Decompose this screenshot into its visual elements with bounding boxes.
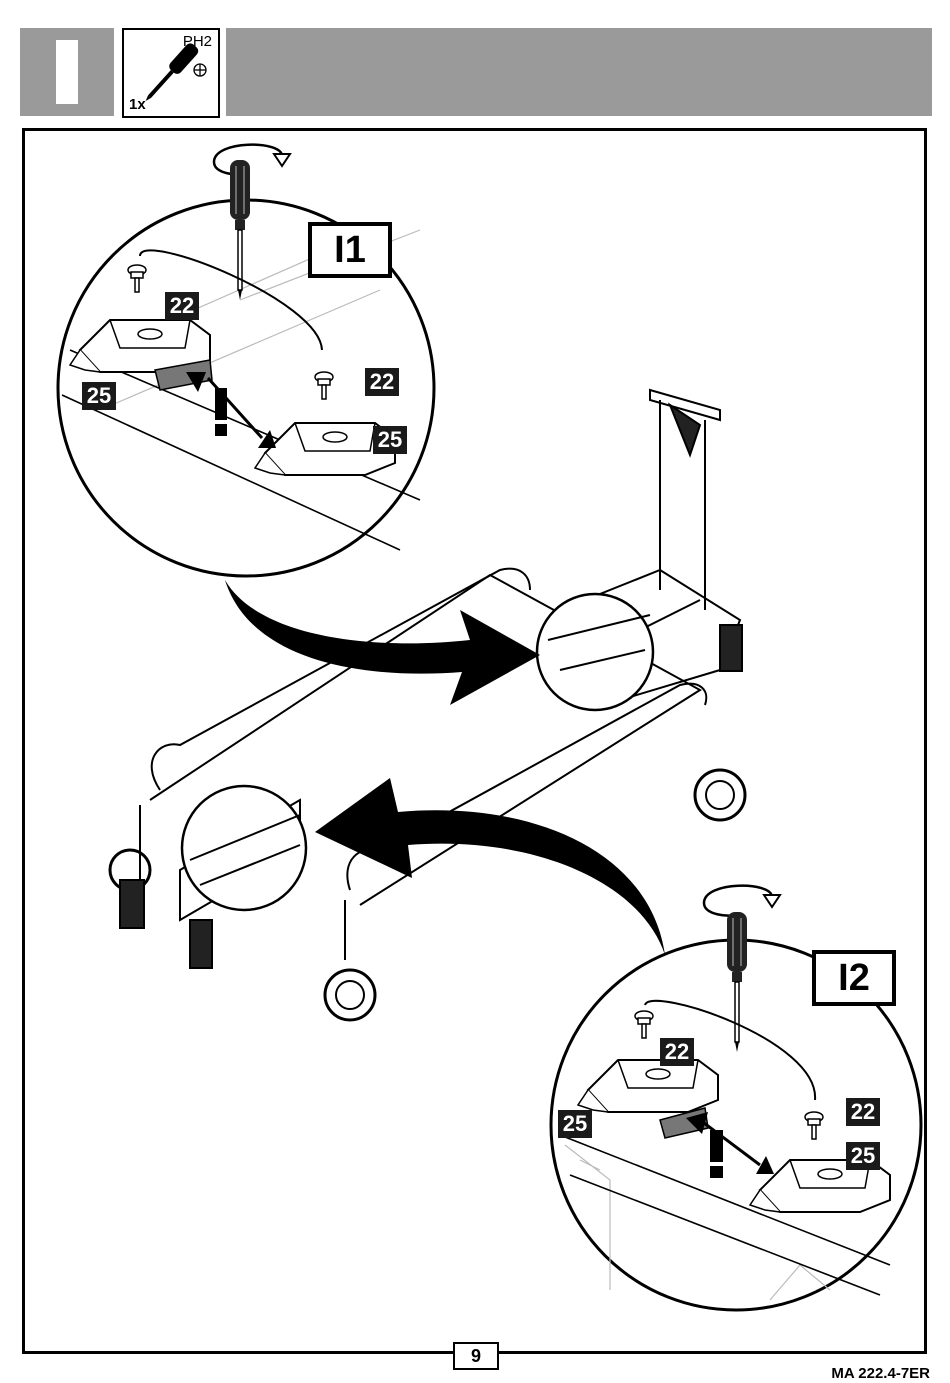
part-tag-22: 22	[846, 1098, 880, 1126]
detail-label-i1: I1	[308, 222, 392, 278]
arrow-to-rear	[225, 580, 540, 705]
rotate-arrow-icon	[214, 145, 290, 175]
detail-label-i2: I2	[812, 950, 896, 1006]
part-tag-22: 22	[365, 368, 399, 396]
rotate-arrow-icon	[704, 886, 780, 916]
part-tag-25: 25	[82, 382, 116, 410]
detail-i1	[58, 145, 434, 576]
page-number: 9	[453, 1342, 499, 1370]
part-tag-25: 25	[373, 426, 407, 454]
arrow-to-front	[315, 778, 665, 955]
document-code: MA 222.4-7ER	[831, 1365, 930, 1382]
part-tag-22: 22	[165, 292, 199, 320]
part-tag-22: 22	[660, 1038, 694, 1066]
part-tag-25: 25	[846, 1142, 880, 1170]
part-tag-25: 25	[558, 1110, 592, 1138]
